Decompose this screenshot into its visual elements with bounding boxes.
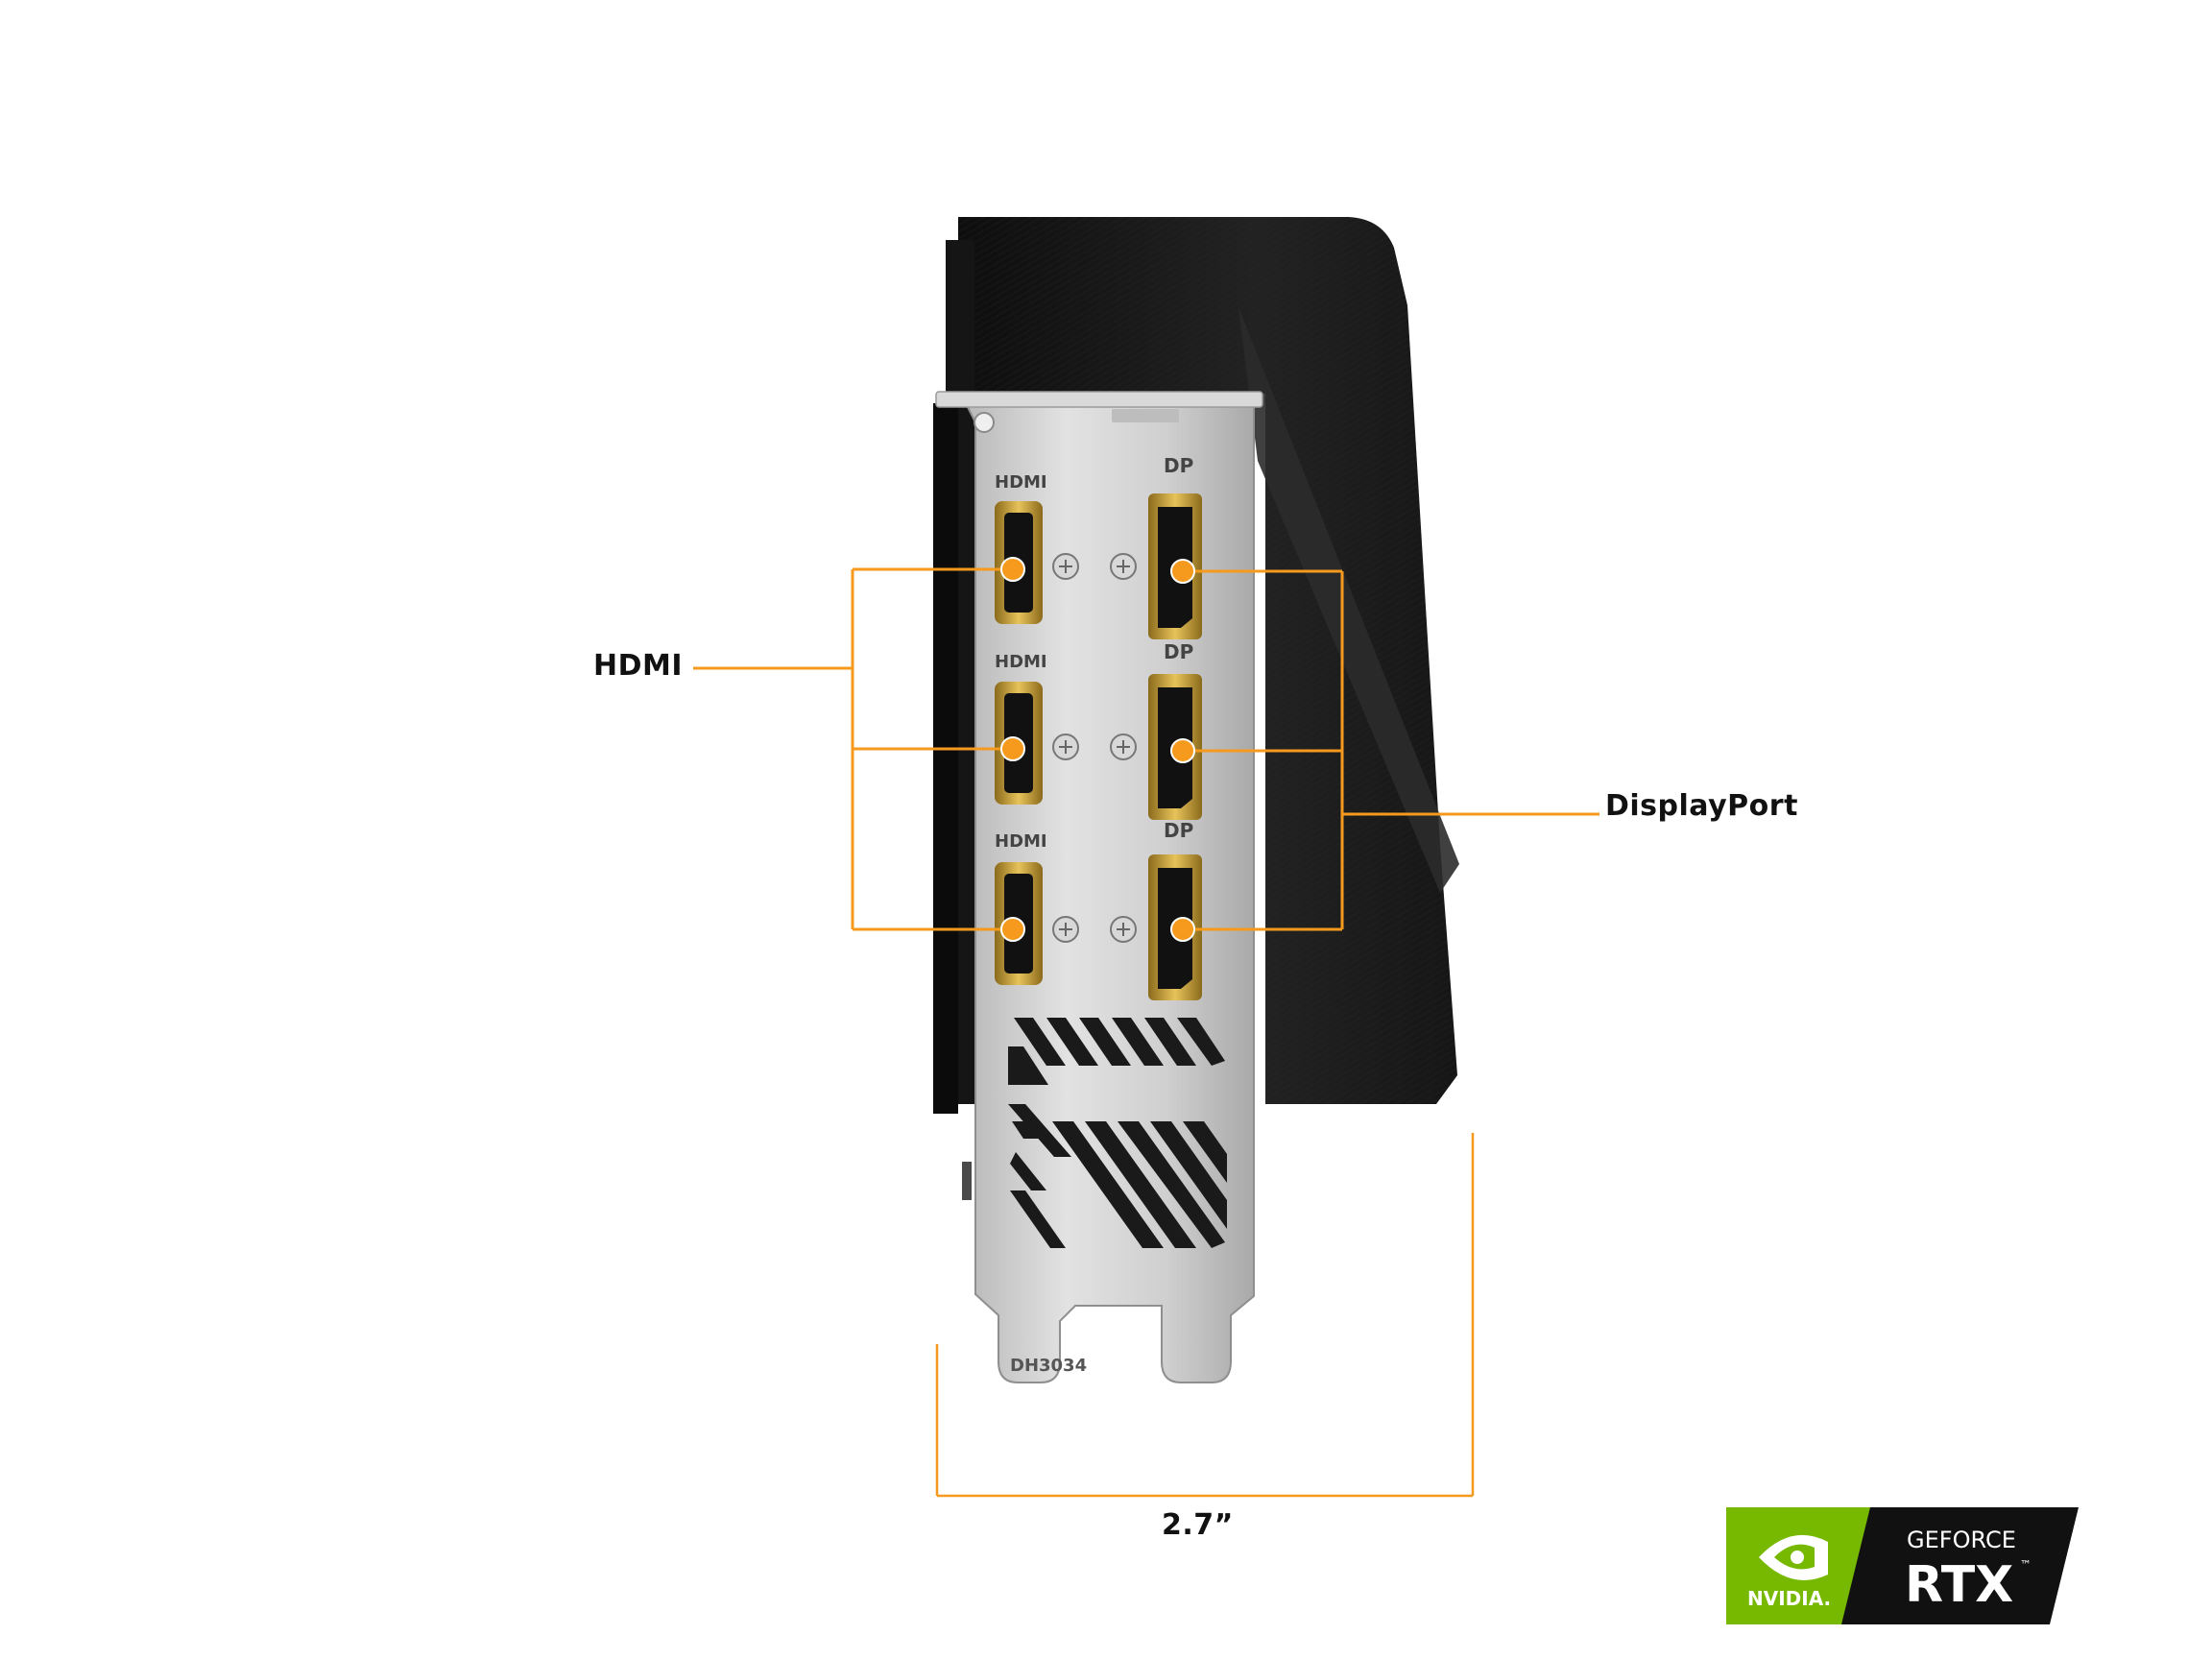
hdmi-connection-dots: [1000, 557, 1025, 942]
width-dimension-label: 2.7”: [1162, 1508, 1234, 1542]
displayport-connection-dots: [1170, 559, 1195, 942]
vent-slots-lower: [1010, 1121, 1227, 1248]
hdmi-callout-label: HDMI: [593, 649, 684, 683]
displayport-3-label: DP: [1164, 819, 1193, 842]
trademark-symbol: ™: [2020, 1558, 2032, 1572]
hdmi-port-2-label: HDMI: [995, 652, 1047, 672]
hdmi-port-1-label: HDMI: [995, 472, 1047, 493]
rtx-wordmark: RTX: [1905, 1556, 2013, 1614]
vent-slots: [1008, 1018, 1225, 1157]
displayport-leader-lines: [1183, 569, 1599, 931]
bracket-part-number: DH3034: [1010, 1356, 1087, 1376]
geforce-wordmark: GEFORCE: [1907, 1527, 2016, 1553]
displayport-1-label: DP: [1164, 454, 1193, 477]
hdmi-leader-lines: [693, 567, 1013, 931]
nvidia-eye-logo-icon: [1759, 1534, 1828, 1580]
displayport-2-label: DP: [1164, 640, 1193, 663]
width-dimension-line: [935, 1133, 1475, 1498]
geforce-rtx-badge: NVIDIA. GEFORCE RTX ™: [1726, 1507, 2079, 1624]
io-bracket: DH3034: [935, 391, 1263, 1383]
hdmi-port-3-label: HDMI: [995, 831, 1047, 852]
nvidia-wordmark: NVIDIA.: [1747, 1587, 1831, 1610]
gpu-shroud: [933, 217, 1459, 1114]
displayport-callout-label: DisplayPort: [1605, 789, 1798, 823]
